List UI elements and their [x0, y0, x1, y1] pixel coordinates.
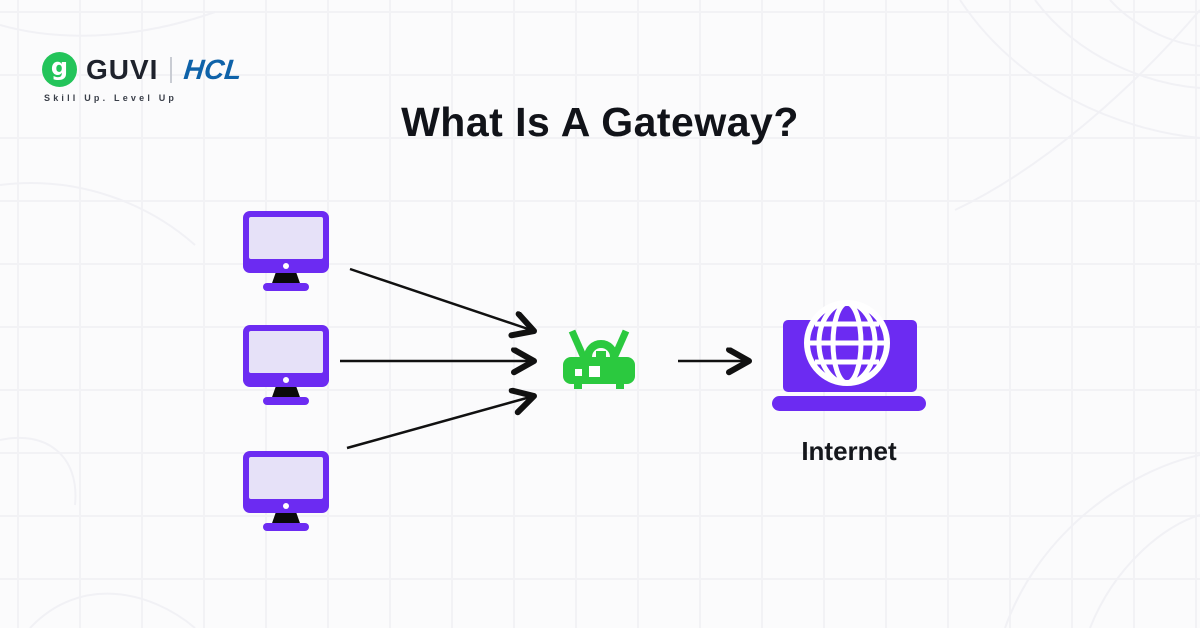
- desktop-computer-1: [243, 211, 329, 296]
- router-icon: [563, 329, 635, 389]
- internet-node: [772, 298, 928, 417]
- desktop-computer-2: [243, 325, 329, 410]
- brand-tagline: Skill Up. Level Up: [44, 93, 178, 103]
- globe-laptop-icon: [772, 300, 926, 411]
- desktop-computer-icon: [243, 451, 329, 531]
- hcl-wordmark: HCL: [182, 53, 244, 85]
- brand-logo: g GUVI HCL Skill Up. Level Up: [42, 52, 244, 103]
- desktop-computer-icon: [243, 211, 329, 291]
- gateway-router: [563, 328, 635, 397]
- guvi-wordmark: GUVI: [86, 53, 159, 85]
- desktop-computer-3: [243, 451, 329, 536]
- page-title: What Is A Gateway?: [401, 99, 799, 145]
- internet-label: Internet: [801, 436, 897, 466]
- logo-divider: [170, 56, 173, 83]
- desktop-computer-icon: [243, 325, 329, 405]
- guvi-logo-icon: g: [42, 52, 77, 87]
